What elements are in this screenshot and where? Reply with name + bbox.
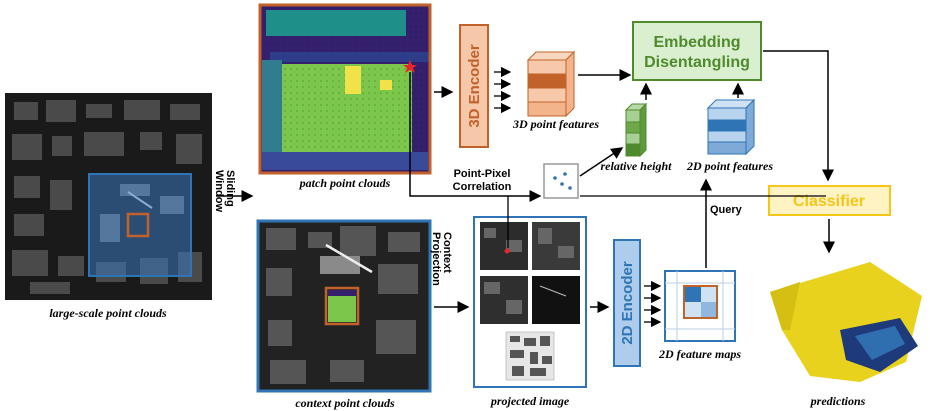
query-label: Query [710,204,743,216]
predictions-caption: predictions [810,394,866,408]
encoder-2d-label: 2D Encoder [619,261,636,345]
correlation-box [543,163,579,199]
sliding-window-arrow: Sliding Window [213,170,254,212]
context-point-cloud: context point clouds [256,219,432,410]
predictions-point-cloud: predictions [770,262,922,408]
query-arrow: Query [580,178,826,268]
patch-point-cloud: patch point clouds [258,3,432,190]
point-features-3d-block: 3D point features [512,50,599,131]
projected-caption: projected image [490,394,570,408]
relative-height-caption: relative height [601,159,673,173]
embedding-disentangling: Embedding Disentangling [632,21,762,81]
feature-maps-2d: 2D feature maps [658,270,741,361]
point-pixel-correlation: Point-Pixel Correlation [409,72,624,248]
feature-maps-caption: 2D feature maps [658,347,741,361]
classifier: Classifier [768,185,891,216]
relative-height-block: relative height [601,102,673,173]
encoder-3d: 3D Encoder [459,24,489,148]
patch-caption: patch point clouds [299,176,391,190]
context-window-box [88,173,192,277]
point-features-2d-caption: 2D point features [686,159,773,173]
large-caption: large-scale point clouds [49,306,167,320]
encoder-2d: 2D Encoder [613,239,641,367]
point-features-3d-caption: 3D point features [512,117,599,131]
arrow-correlation-to-height [579,147,624,177]
correlation-label-line2: Correlation [453,181,512,193]
projection-label: Context Projection [430,232,453,286]
large-scale-point-cloud: large-scale point clouds [5,93,212,320]
encoder2d-output-arrows [644,280,662,328]
patch-window-box [126,212,150,238]
projected-point [504,248,510,254]
classifier-label: Classifier [793,193,865,210]
sliding-label: Sliding Window [213,170,236,212]
context-caption: context point clouds [295,396,395,410]
embedding-label-line2: Disentangling [644,54,750,71]
encoder3d-output-arrows [494,66,512,114]
arrow-embedding-to-classifier [763,50,834,182]
query-point-star [403,60,417,73]
correlation-label-line1: Point-Pixel [454,168,511,180]
context-projection-arrow: Context Projection [430,232,470,313]
projected-image: projected image [473,216,587,408]
encoder-3d-label: 3D Encoder [466,44,483,128]
embedding-label-line1: Embedding [653,34,740,51]
point-features-2d-block: 2D point features [686,98,773,173]
